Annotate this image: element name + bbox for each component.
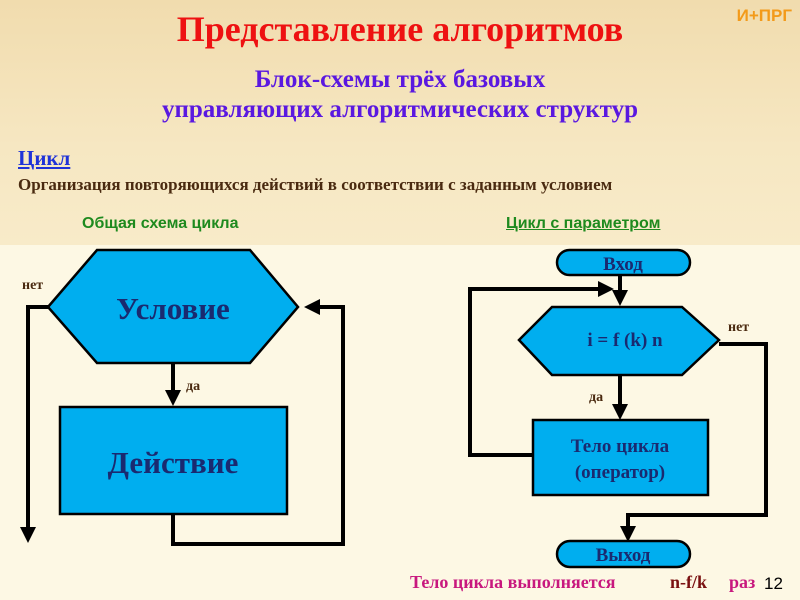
yes-label: да: [186, 379, 200, 394]
section-description: Организация повторяющихся действий в соо…: [18, 175, 613, 194]
parameter-condition-label: i = f (k) n: [587, 330, 663, 351]
loop-back-connector-right: [468, 281, 614, 457]
subtitle-line-2: управляющих алгоритмических структур: [161, 96, 639, 123]
no-connector-right: [620, 342, 768, 542]
condition-label: Условие: [116, 291, 230, 326]
course-tag: И+ПРГ: [736, 6, 792, 25]
footer-text-2: раз: [729, 572, 756, 592]
footer-text-1: Тело цикла выполняется: [410, 572, 616, 592]
no-label: нет: [22, 278, 43, 293]
section-heading-link[interactable]: Цикл: [18, 146, 71, 170]
action-label: Действие: [108, 445, 239, 480]
condition-block: [46, 248, 300, 365]
footer-formula: n-f/k: [670, 572, 708, 592]
entry-terminal: [555, 248, 692, 277]
subtitle-line-1: Блок-схемы трёх базовых: [254, 66, 546, 93]
loop-back-connector: [171, 299, 345, 546]
no-connector: [20, 305, 48, 543]
exit-terminal: [555, 539, 692, 569]
loop-body-label-1: Тело цикла: [571, 436, 670, 457]
entry-label: Вход: [603, 254, 643, 275]
parameter-condition-block: [517, 305, 721, 377]
page-title: Представление алгоритмов: [176, 9, 624, 49]
action-block: [58, 405, 289, 516]
yes-label-right: да: [589, 390, 603, 405]
no-label-right: нет: [728, 320, 749, 335]
loop-body-label-2: (оператор): [575, 462, 665, 483]
exit-label: Выход: [596, 545, 651, 566]
header-background: [0, 0, 800, 245]
left-diagram-caption: Общая схема цикла: [82, 215, 239, 232]
page-number: 12: [764, 574, 783, 593]
right-diagram-caption-link[interactable]: Цикл с параметром: [506, 215, 661, 232]
loop-body-block: [531, 418, 710, 497]
